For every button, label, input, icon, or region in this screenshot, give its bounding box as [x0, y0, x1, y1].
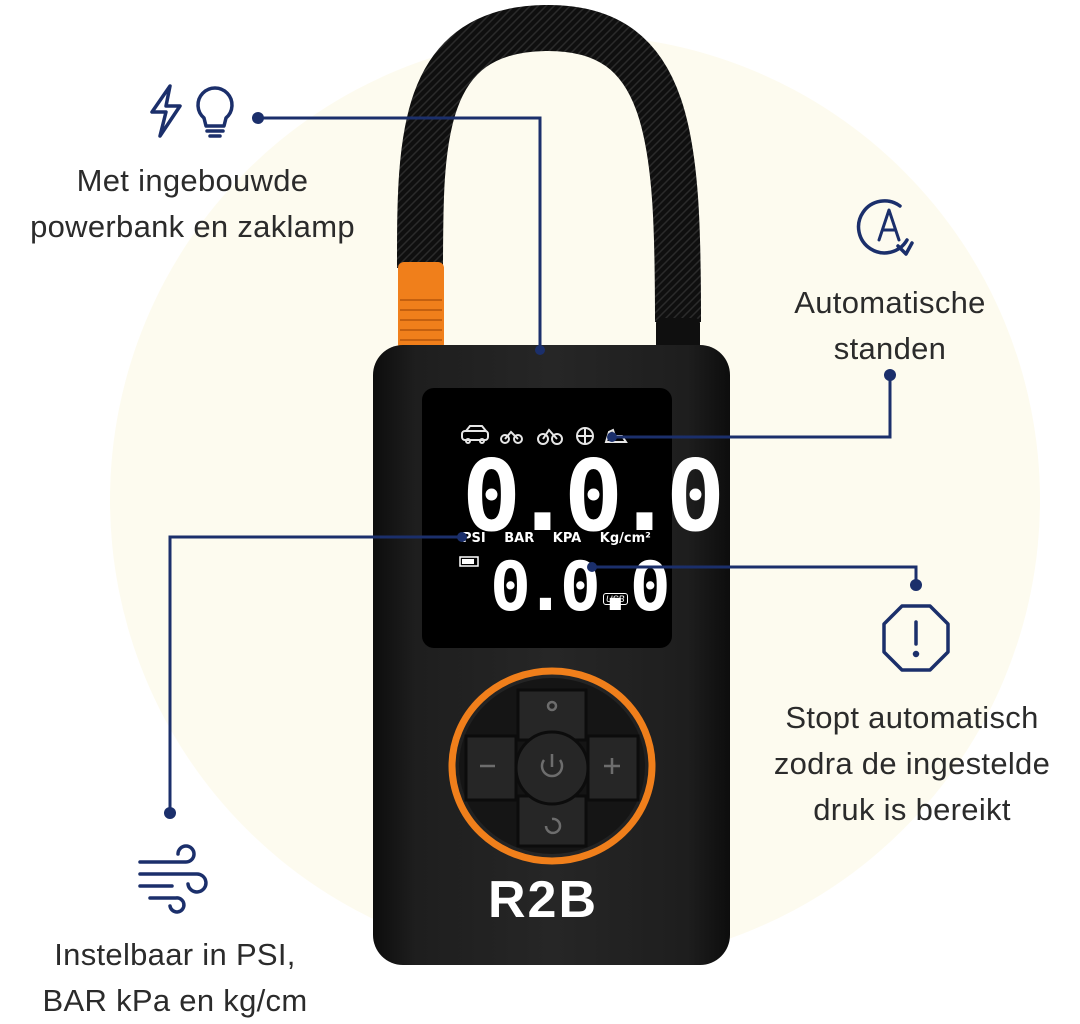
- feature-line: Stopt automatisch: [785, 700, 1039, 735]
- ball-icon: [576, 427, 594, 445]
- feature-auto-modes-text: Automatische standen: [760, 280, 1020, 372]
- feature-line: standen: [833, 331, 947, 366]
- brand-logo: R2B: [488, 871, 599, 929]
- battery-icon: [459, 556, 479, 567]
- light-button: [516, 688, 588, 742]
- unit-labels: PSI BAR KPA Kg/cm²: [462, 531, 651, 546]
- callout-line-powerbank: [258, 116, 542, 350]
- car-icon: [461, 425, 489, 444]
- feature-powerbank-text: Met ingebouwde powerbank en zaklamp: [0, 158, 385, 250]
- usb-indicator: USB: [603, 593, 628, 605]
- lightning-icon: [150, 84, 182, 138]
- motorcycle-icon: [500, 430, 523, 444]
- auto-mode-icon: [856, 199, 914, 256]
- minus-button: [464, 734, 518, 802]
- main-pressure-reading: 0.0.0: [462, 440, 725, 554]
- feature-line: Automatische: [794, 285, 986, 320]
- feature-auto-stop-text: Stopt automatisch zodra de ingestelde dr…: [744, 695, 1080, 833]
- callout-line-units: [168, 535, 462, 813]
- feature-line: BAR kPa en kg/cm: [42, 983, 308, 1018]
- feature-line: druk is bereikt: [813, 792, 1011, 827]
- feature-line: Instelbaar in PSI,: [54, 937, 296, 972]
- hose-connector: [398, 262, 444, 350]
- feature-units-text: Instelbaar in PSI, BAR kPa en kg/cm: [20, 932, 330, 1024]
- feature-line: zodra de ingestelde: [773, 746, 1051, 781]
- warning-octagon-icon: [882, 604, 950, 672]
- lightbulb-icon: [196, 86, 234, 138]
- secondary-pressure-reading: 0.0.0: [490, 548, 671, 627]
- feature-line: Met ingebouwde: [76, 163, 309, 198]
- feature-line: powerbank en zaklamp: [30, 209, 355, 244]
- callout-line-auto-modes: [612, 375, 892, 439]
- wind-icon: [138, 844, 208, 914]
- power-button: [514, 730, 590, 806]
- bicycle-icon: [537, 428, 563, 445]
